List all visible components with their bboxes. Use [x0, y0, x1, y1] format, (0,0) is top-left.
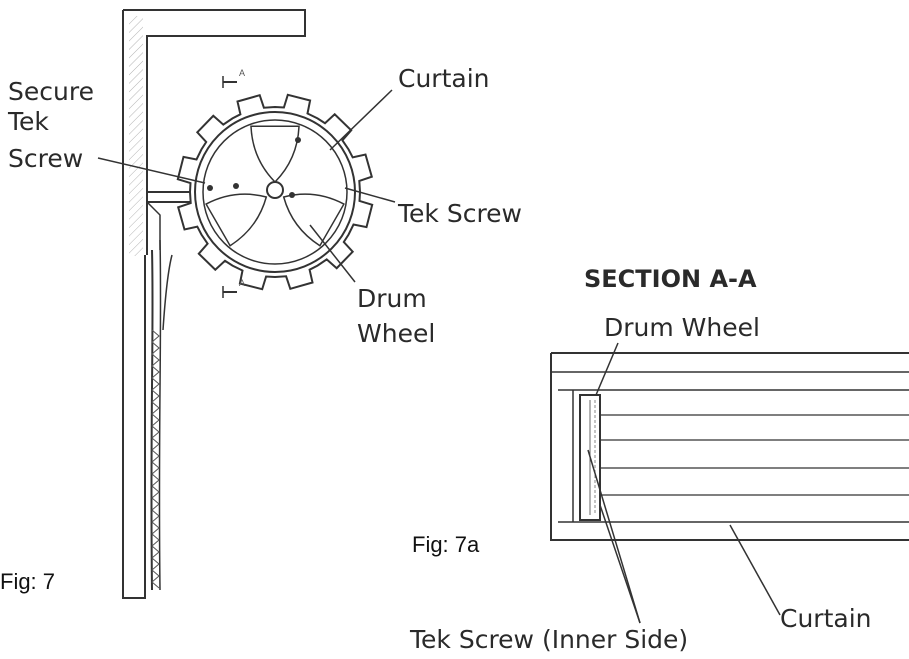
wall-bracket: [122, 9, 306, 599]
svg-text:A: A: [239, 278, 245, 288]
label-drum-wheel: Drum Wheel: [604, 313, 760, 342]
label-tek-screw: Tek Screw: [397, 199, 522, 228]
section-frame: [550, 352, 909, 541]
wheel-hub: [266, 181, 284, 199]
wheel-spoke: [282, 193, 345, 247]
label-secure: Secure: [8, 77, 94, 106]
caption-fig7a: Fig: 7a: [412, 532, 480, 557]
label-drum: Drum: [357, 284, 427, 313]
label-curtain-fig7: Curtain: [398, 64, 490, 93]
leader-lines-fig7: [97, 89, 396, 283]
section-title: SECTION A-A: [584, 265, 757, 293]
label-curtain-fig7a: Curtain: [780, 604, 872, 633]
section-marker-top: A: [222, 68, 245, 88]
wheel-ring-1: [194, 111, 356, 273]
caption-fig7: Fig: 7: [0, 569, 55, 594]
label-wheel: Wheel: [357, 319, 435, 348]
curtain-folds: [151, 329, 160, 589]
curtain-zigzag: [151, 329, 160, 589]
wheel-spoke: [250, 125, 300, 184]
screw-dot: [207, 185, 213, 191]
fig7a-diagram: SECTION A-A Drum Wheel T: [409, 265, 909, 654]
label-tek: Tek: [7, 107, 49, 136]
screw-dot: [295, 137, 301, 143]
leader-lines-fig7a: [587, 342, 781, 624]
label-tek-screw-inner: Tek Screw (Inner Side): [409, 625, 688, 654]
wheel-ring-2: [202, 119, 348, 265]
svg-text:A: A: [239, 68, 245, 78]
label-screw: Screw: [8, 144, 83, 173]
section-marker-bottom: A: [222, 278, 245, 298]
wheel-spoke: [205, 193, 268, 247]
fig7-diagram: A A Secure Tek Screw Curtain Tek Screw D…: [0, 9, 522, 599]
drum-wheel: [176, 93, 374, 291]
curtain-hanging: [150, 239, 173, 591]
screw-dot: [233, 183, 239, 189]
screw-dot: [289, 192, 295, 198]
